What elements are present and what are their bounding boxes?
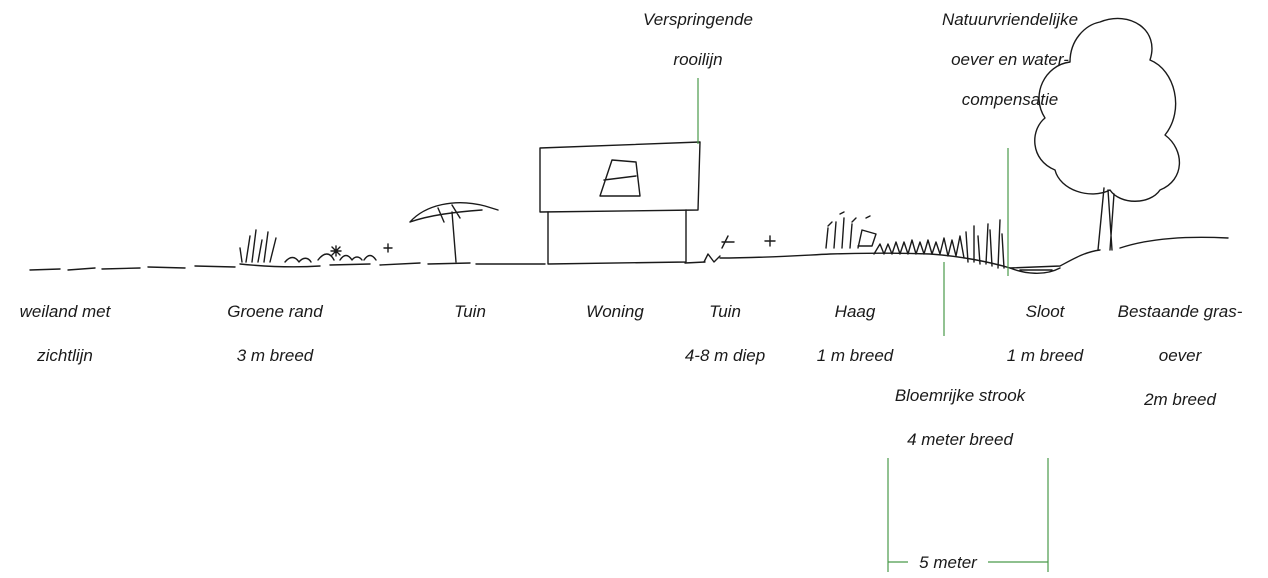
label-sloot: Sloot 1 m breed xyxy=(1006,302,1084,365)
parasol xyxy=(409,202,499,263)
house-roof xyxy=(539,141,701,213)
flower-star xyxy=(330,245,342,257)
shrub-scribble xyxy=(284,253,377,263)
label-dimension: 5 meter xyxy=(908,553,988,573)
label-bloemrijke-strook: Bloemrijke strook 4 meter breed xyxy=(894,386,1026,449)
flower-star xyxy=(383,243,393,253)
house-window xyxy=(599,159,641,197)
flower-star xyxy=(764,235,776,247)
label-haag: Haag 1 m breed xyxy=(816,302,894,365)
grass-tuft xyxy=(239,229,277,263)
tree-trunk xyxy=(1097,187,1115,251)
label-weiland: weiland met zichtlijn xyxy=(19,302,111,365)
label-woning: Woning xyxy=(586,302,644,321)
label-tuin-1: Tuin xyxy=(454,302,486,321)
label-bestaande-grasoever: Bestaande gras- oever 2m breed xyxy=(1117,302,1243,409)
small-plant xyxy=(703,235,735,263)
label-natuurvriendelijke-oever: Natuurvriendelijke oever en water- compe… xyxy=(941,10,1079,109)
label-groene-rand: Groene rand 3 m breed xyxy=(227,302,323,365)
ditch xyxy=(1009,267,1061,274)
label-rooilijn: Verspringende rooilijn xyxy=(643,10,753,69)
label-tuin-2: Tuin 4-8 m diep xyxy=(684,302,766,365)
ground-line xyxy=(29,236,1229,271)
reeds xyxy=(965,219,1005,269)
house-walls xyxy=(547,209,687,265)
hedge xyxy=(825,211,877,249)
hedge-base xyxy=(873,235,965,259)
